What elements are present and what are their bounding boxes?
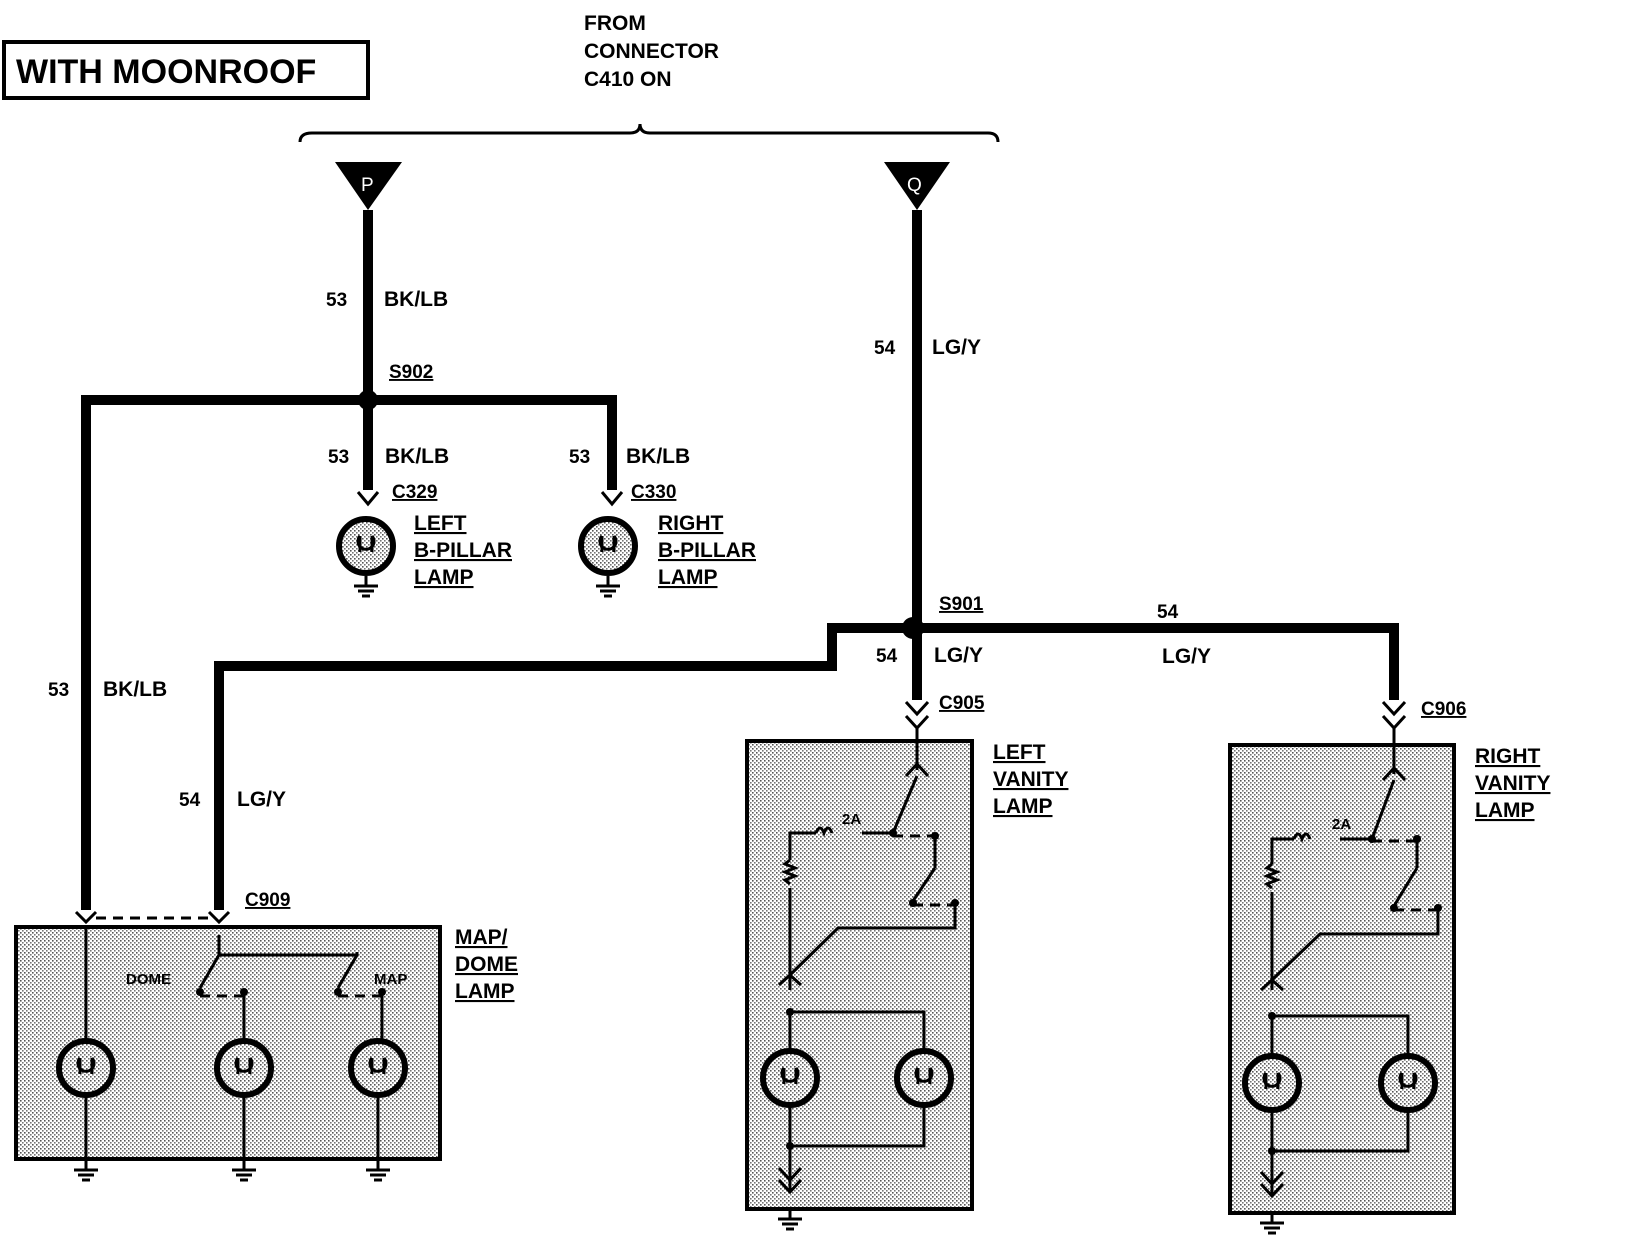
wire-color-lgy-map: LG/Y bbox=[237, 788, 286, 811]
wire-label-53-top: 53 bbox=[326, 290, 347, 311]
right-b-pillar-label-2: B-PILLAR bbox=[658, 539, 756, 562]
pin-p-label: P bbox=[361, 175, 374, 196]
wire-color-lgy-q: LG/Y bbox=[932, 336, 981, 359]
right-b-pillar-lamp: C330 RIGHT B-PILLAR LAMP bbox=[581, 482, 756, 598]
wire-label-53-left-pillar: 53 bbox=[328, 447, 349, 468]
connector-c906: C906 bbox=[1421, 699, 1466, 720]
right-b-pillar-label-3: LAMP bbox=[658, 566, 718, 589]
left-vanity-fuse: 2A bbox=[842, 811, 861, 828]
wire-color-bklb-left: BK/LB bbox=[103, 678, 167, 701]
source-note-line-2: CONNECTOR bbox=[584, 40, 719, 63]
splice-s901-label: S901 bbox=[939, 594, 984, 615]
wire-color-lgy-left-vanity: LG/Y bbox=[934, 644, 983, 667]
right-vanity-label-2: VANITY bbox=[1475, 772, 1550, 795]
title-box: WITH MOONROOF bbox=[2, 40, 370, 100]
splice-s902-dot bbox=[358, 390, 378, 410]
splice-s901-dot bbox=[902, 617, 924, 639]
right-b-pillar-label-1: RIGHT bbox=[658, 512, 724, 535]
wire-color-lgy-right: LG/Y bbox=[1162, 645, 1211, 668]
left-b-pillar-lamp: C329 LEFT B-PILLAR LAMP bbox=[339, 482, 512, 598]
pin-q: Q bbox=[884, 162, 950, 210]
switch-label-dome: DOME bbox=[126, 971, 171, 988]
map-dome-label-2: DOME bbox=[455, 953, 518, 976]
source-note-line-1: FROM bbox=[584, 12, 646, 35]
left-vanity-label-2: VANITY bbox=[993, 768, 1068, 791]
wire-label-54-map: 54 bbox=[179, 790, 201, 811]
wire-label-54-q: 54 bbox=[874, 338, 896, 359]
source-note: FROM CONNECTOR C410 ON bbox=[584, 12, 719, 91]
connector-c329: C329 bbox=[392, 482, 437, 503]
switch-label-map: MAP bbox=[374, 971, 407, 988]
pin-q-label: Q bbox=[907, 175, 922, 196]
wire-label-53-right-pillar: 53 bbox=[569, 447, 590, 468]
left-b-pillar-label-1: LEFT bbox=[414, 512, 467, 535]
right-vanity-label-3: LAMP bbox=[1475, 799, 1535, 822]
circuit-53-wires bbox=[81, 210, 617, 910]
right-vanity-lamp: C906 2A RIGHT VANITY LAMP bbox=[1228, 699, 1550, 1235]
connector-brace bbox=[298, 123, 1000, 143]
title: WITH MOONROOF bbox=[16, 53, 316, 91]
map-dome-label-3: LAMP bbox=[455, 980, 515, 1003]
pin-p: P bbox=[335, 162, 402, 210]
map-dome-lamp: C909 DOME MAP MAP/ DOME LAMP bbox=[14, 890, 518, 1182]
connector-c330: C330 bbox=[631, 482, 676, 503]
source-note-line-3: C410 ON bbox=[584, 68, 672, 91]
wire-label-54-left-vanity: 54 bbox=[876, 646, 898, 667]
connector-c905: C905 bbox=[939, 693, 985, 714]
left-vanity-label-1: LEFT bbox=[993, 741, 1046, 764]
wire-color-bklb-right-pillar: BK/LB bbox=[626, 445, 690, 468]
right-vanity-fuse: 2A bbox=[1332, 816, 1351, 833]
connector-c909: C909 bbox=[245, 890, 290, 911]
map-dome-label-1: MAP/ bbox=[455, 926, 508, 949]
left-vanity-label-3: LAMP bbox=[993, 795, 1053, 818]
splice-s902-label: S902 bbox=[389, 362, 433, 383]
right-vanity-label-1: RIGHT bbox=[1475, 745, 1541, 768]
left-b-pillar-label-2: B-PILLAR bbox=[414, 539, 512, 562]
left-b-pillar-label-3: LAMP bbox=[414, 566, 474, 589]
wire-label-54-right: 54 bbox=[1157, 602, 1179, 623]
wire-color-bklb-top: BK/LB bbox=[384, 288, 448, 311]
left-vanity-lamp: C905 2A LEFT VANITY LAMP bbox=[745, 693, 1068, 1231]
wire-color-bklb-left-pillar: BK/LB bbox=[385, 445, 449, 468]
wire-label-53-left: 53 bbox=[48, 680, 69, 701]
